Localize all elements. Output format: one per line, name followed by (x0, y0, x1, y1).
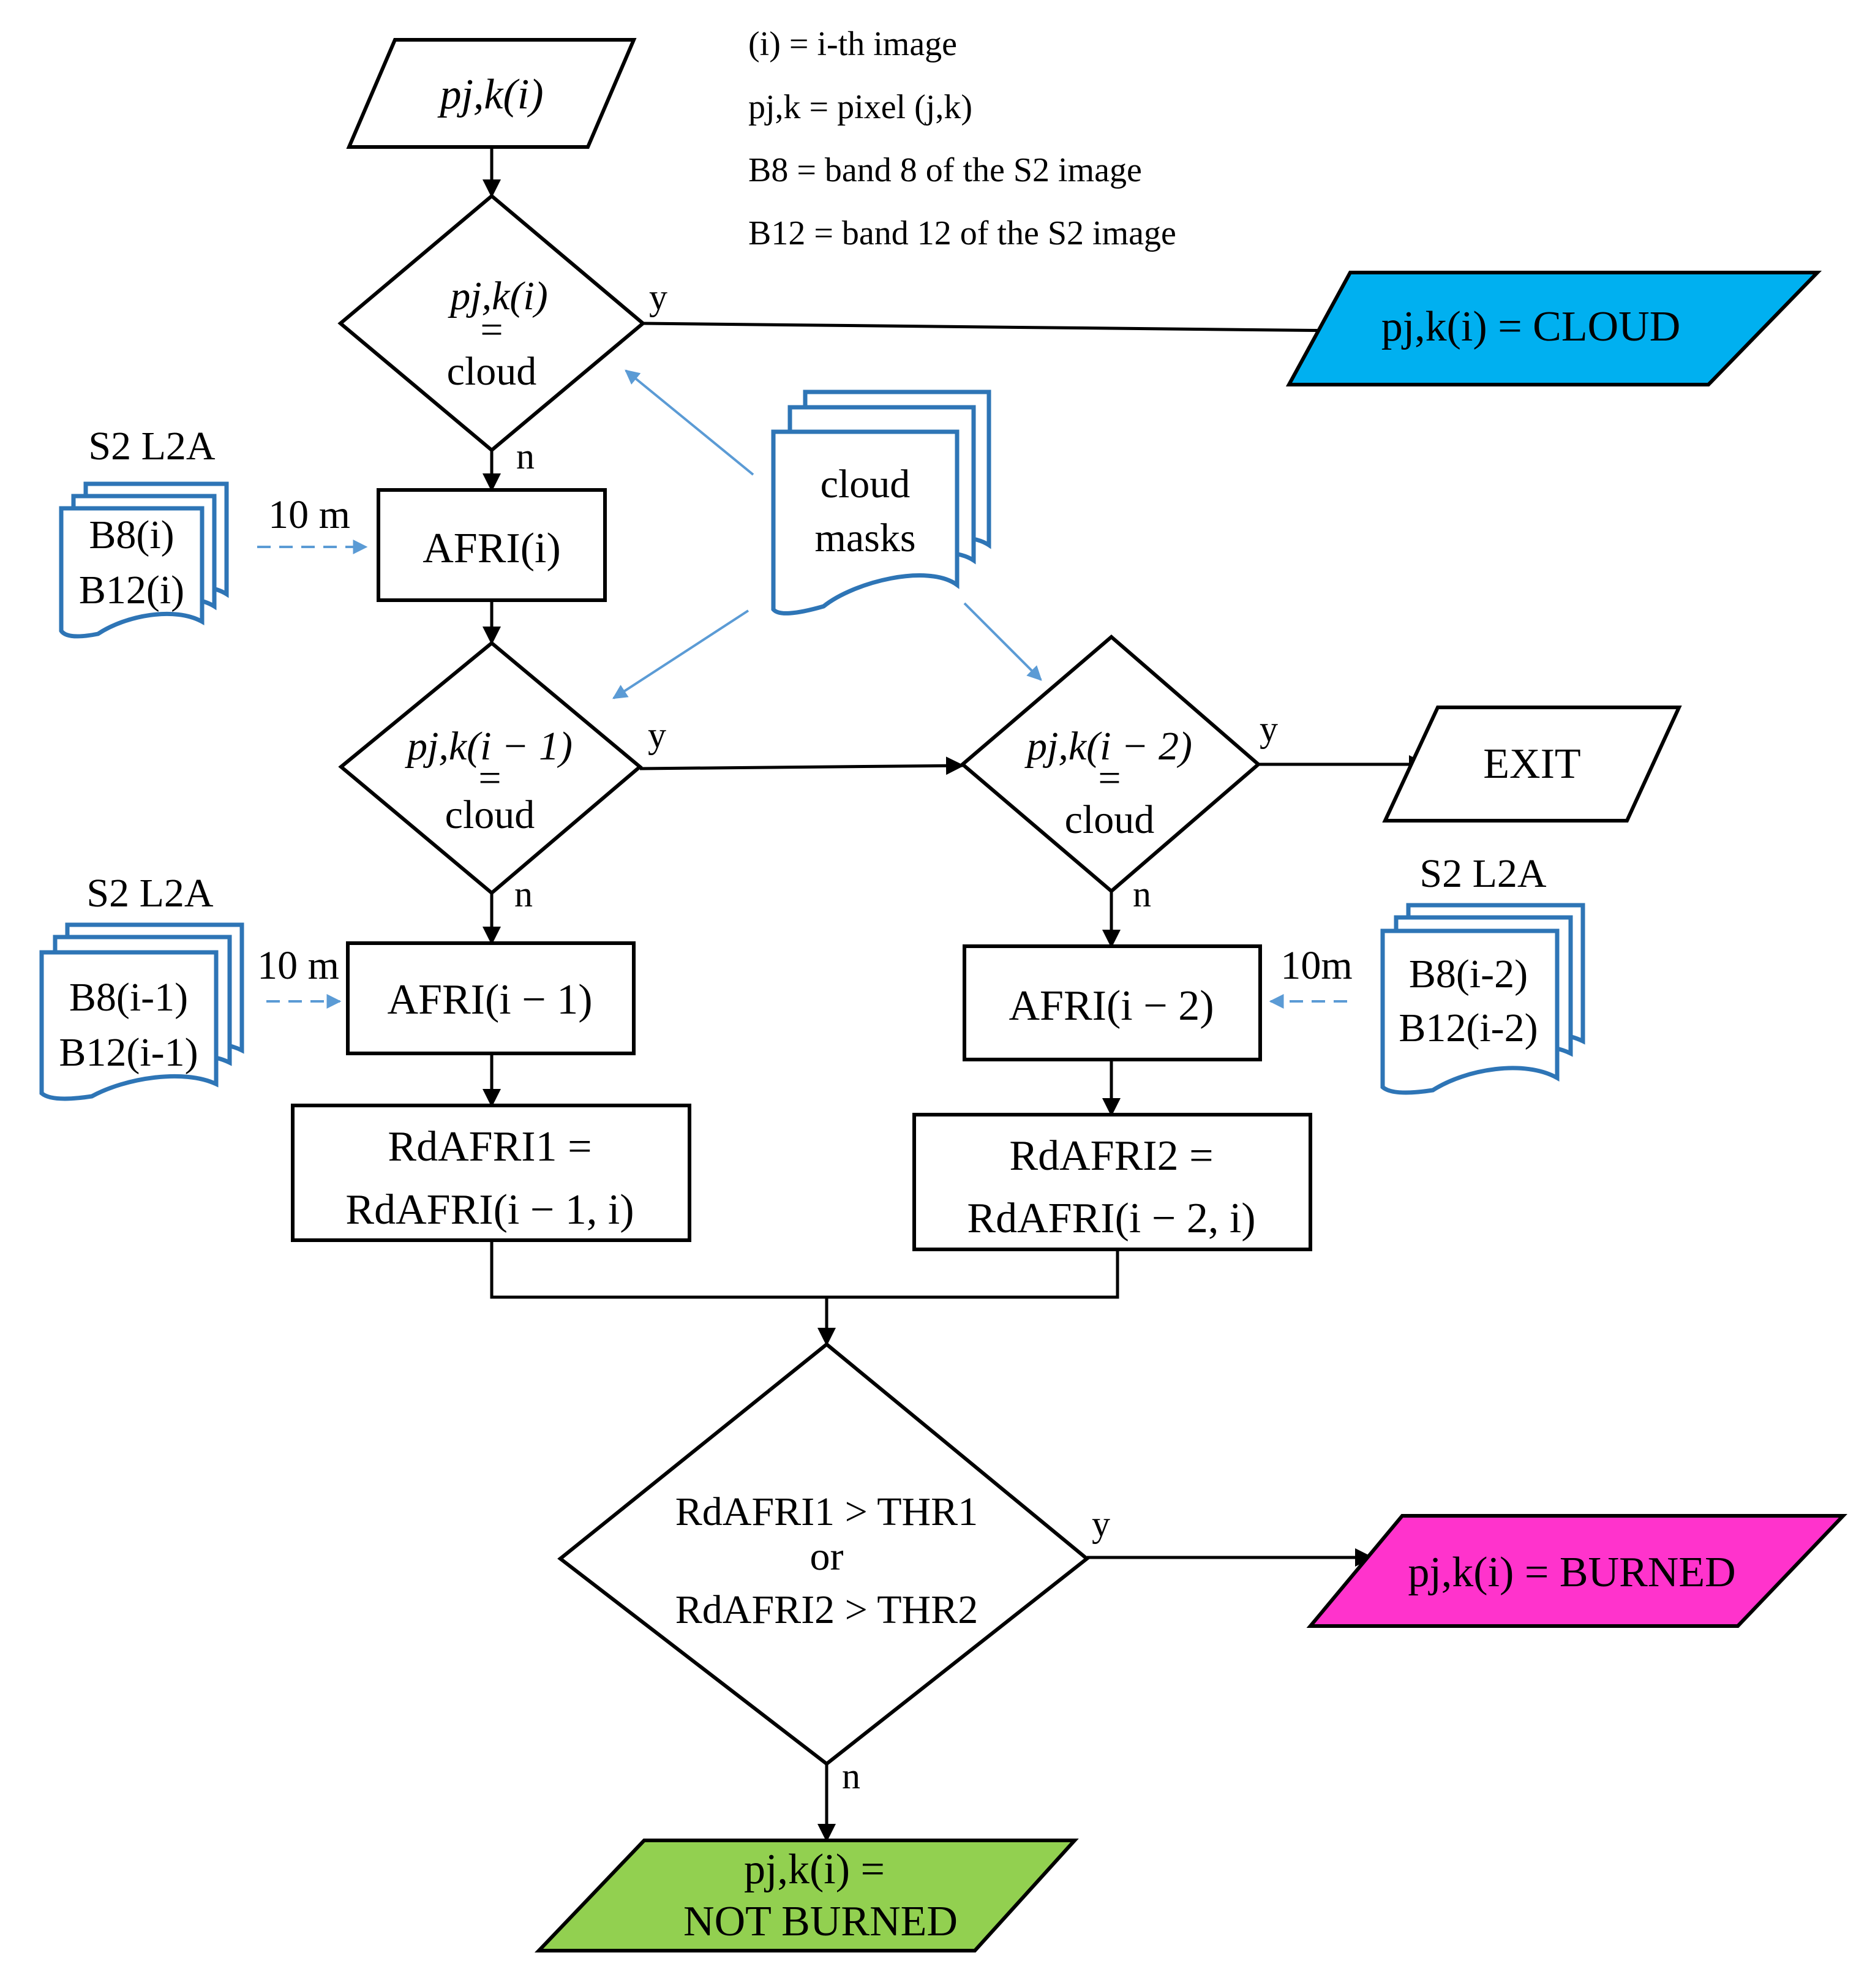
s2-mid-right-resolution: 10m (1280, 943, 1352, 988)
decision-cloud-i1-top: pj,k(i − 1) (405, 724, 573, 769)
s2-mid-left-resolution: 10 m (257, 943, 339, 988)
rdafri1-node: RdAFRI1 = RdAFRI(i − 1, i) (291, 1104, 691, 1242)
s2-mid-right-document: S2 L2A B8(i-2) B12(i-2) 10m (1269, 851, 1585, 1095)
decision-cloud-i: pj,k(i) = cloud (337, 194, 646, 453)
s2-mid-left-line1: B8(i-1) (69, 975, 188, 1020)
decision-cloud-i2-top: pj,k(i − 2) (1024, 724, 1192, 769)
input-pixel-node: pj,k(i) (346, 38, 637, 149)
s2-mid-left-title: S2 L2A (86, 871, 214, 916)
s2-mid-right-line2: B12(i-2) (1399, 1006, 1538, 1050)
rdafri2-line1: RdAFRI2 = (1009, 1132, 1213, 1180)
output-burned-label: pj,k(i) = BURNED (1408, 1549, 1735, 1596)
cloud-masks-line2: masks (815, 516, 916, 560)
s2-mid-right-line1: B8(i-2) (1409, 952, 1528, 996)
output-not-burned-line1: pj,k(i) = (744, 1846, 885, 1893)
connector-yes-cloud: y (649, 277, 667, 317)
afri-i-label: AFRI(i) (423, 525, 561, 572)
s2-top-line2: B12(i) (79, 568, 184, 612)
connector-yes-3: y (1260, 709, 1278, 749)
output-cloud-label: pj,k(i) = CLOUD (1381, 303, 1681, 350)
decision-cloud-i1-bottom: cloud (445, 793, 535, 837)
connector-no-3: n (1133, 874, 1151, 914)
connector-no-2: n (514, 874, 533, 914)
connector-yes-2: y (648, 715, 666, 755)
exit-node: EXIT (1382, 706, 1682, 823)
legend-line-pixel: pj,k = pixel (j,k) (748, 88, 972, 126)
rdafri1-line1: RdAFRI1 = (388, 1123, 592, 1170)
rdafri2-line2: RdAFRI(i − 2, i) (967, 1195, 1255, 1242)
output-cloud-node: pj,k(i) = CLOUD (1285, 271, 1822, 386)
s2-mid-left-document: S2 L2A B8(i-1) B12(i-1) 10 m (39, 871, 342, 1101)
decision-cloud-i2-bottom: cloud (1065, 797, 1155, 842)
input-pixel-label: pj,k(i) (437, 71, 543, 118)
output-not-burned-line2: NOT BURNED (683, 1898, 958, 1945)
legend-line-b8: B8 = band 8 of the S2 image (748, 151, 1142, 189)
afri-i1-label: AFRI(i − 1) (387, 976, 592, 1023)
legend: (i) = i-th image pj,k = pixel (j,k) B8 =… (748, 25, 1176, 252)
decision-cloud-i-bottom: cloud (447, 349, 537, 394)
connector-no-1: n (516, 436, 535, 476)
threshold-line3: RdAFRI2 > THR2 (675, 1587, 978, 1632)
s2-top-document: S2 L2A B8(i) B12(i) 10 m (59, 424, 368, 639)
cloud-masks-document: cloud masks (771, 390, 991, 616)
decision-cloud-i-top: pj,k(i) (448, 274, 547, 318)
connector-no-4: n (842, 1756, 860, 1796)
connector-yes-4: y (1092, 1504, 1110, 1544)
legend-line-image: (i) = i-th image (748, 25, 957, 63)
rdafri1-line2: RdAFRI(i − 1, i) (345, 1186, 634, 1233)
s2-top-resolution: 10 m (268, 492, 350, 537)
s2-mid-left-line2: B12(i-1) (59, 1030, 198, 1075)
afri-i-node: AFRI(i) (377, 488, 607, 602)
output-burned-node: pj,k(i) = BURNED (1306, 1514, 1848, 1628)
afri-i2-node: AFRI(i − 2) (963, 944, 1262, 1061)
cloud-masks-line1: cloud (821, 462, 911, 506)
afri-i2-label: AFRI(i − 2) (1009, 982, 1214, 1030)
exit-label: EXIT (1483, 740, 1580, 788)
threshold-decision: RdAFRI1 > THR1 or RdAFRI2 > THR2 (557, 1342, 1090, 1766)
decision-cloud-i-eq: = (480, 307, 503, 352)
legend-line-b12: B12 = band 12 of the S2 image (748, 214, 1176, 252)
s2-top-title: S2 L2A (88, 424, 216, 469)
decision-cloud-i1-eq: = (478, 756, 501, 800)
s2-mid-right-title: S2 L2A (1419, 851, 1547, 896)
output-not-burned-node: pj,k(i) = NOT BURNED (534, 1839, 1079, 1952)
threshold-line1: RdAFRI1 > THR1 (675, 1489, 978, 1534)
decision-cloud-i1: pj,k(i − 1) = cloud (338, 641, 643, 895)
rdafri2-node: RdAFRI2 = RdAFRI(i − 2, i) (912, 1113, 1312, 1251)
decision-cloud-i2-eq: = (1098, 756, 1121, 800)
threshold-line2: or (810, 1534, 844, 1579)
afri-i1-node: AFRI(i − 1) (346, 941, 636, 1055)
decision-cloud-i2: pj,k(i − 2) = cloud (960, 634, 1261, 894)
s2-top-line1: B8(i) (89, 513, 174, 557)
